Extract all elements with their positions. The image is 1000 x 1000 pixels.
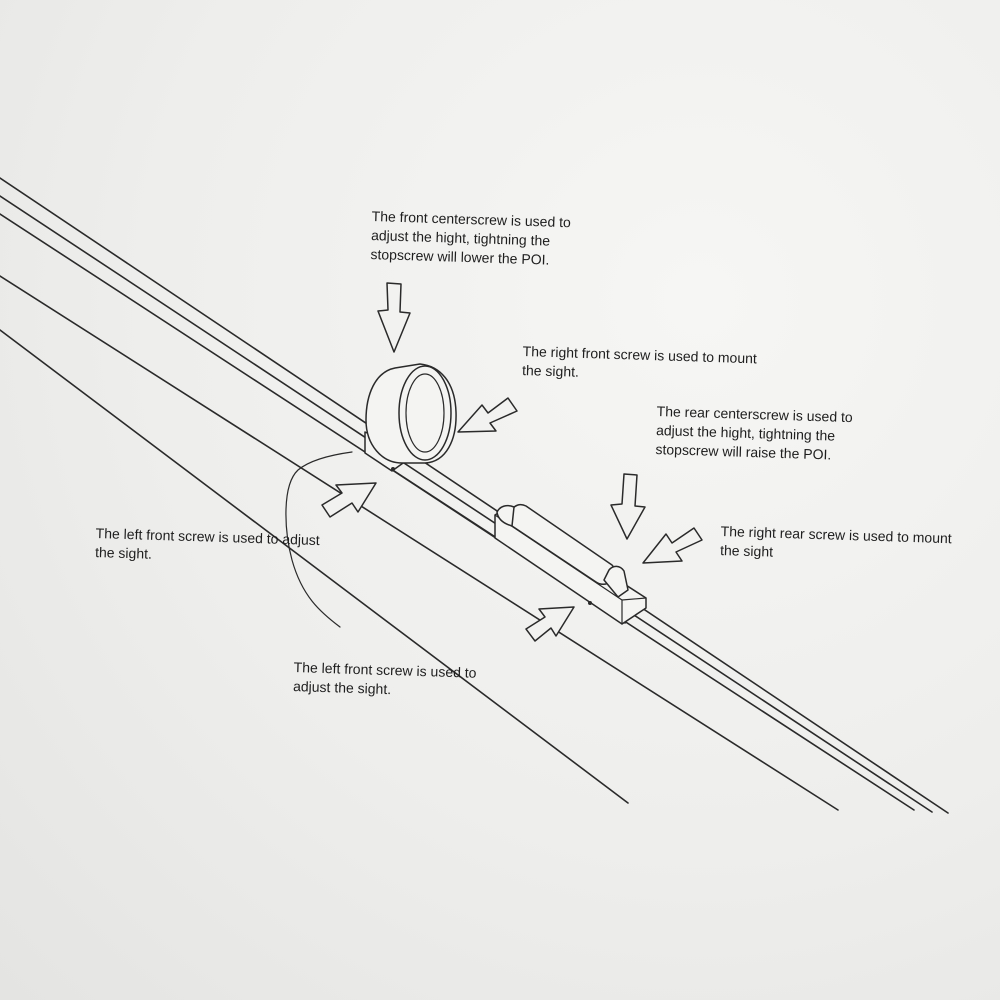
rail-line-lower	[0, 275, 839, 811]
front-ring-inner	[405, 373, 445, 453]
front-ring-face	[398, 365, 452, 461]
front-sight-ring	[364, 363, 457, 472]
rear-tube-end-left	[496, 504, 515, 527]
right-front-screw-arrow	[457, 397, 518, 433]
left-front-screw-label-upper: The left front screw is used to adjust t…	[94, 524, 320, 562]
left-front-screw-arrow-upper	[321, 482, 377, 518]
right-rear-screw-label: The right rear screw is used to mount th…	[719, 522, 952, 560]
rail-lines	[0, 177, 949, 814]
rear-centerscrew-label: The rear centerscrew is used to adjust t…	[655, 402, 853, 463]
front-centerscrew-arrow	[377, 282, 411, 353]
callout-arrows	[321, 282, 703, 642]
rear-sight-assembly	[494, 503, 647, 625]
left-front-screw-label-lower: The left front screw is used to adjust t…	[292, 658, 477, 698]
front-centerscrew-label: The front centerscrew is used to adjust …	[370, 207, 572, 268]
rail-line-top	[0, 177, 949, 814]
rear-centerscrew-arrow	[610, 473, 646, 540]
right-front-screw-label: The right front screw is used to mount t…	[521, 342, 758, 380]
rail-line-second	[0, 195, 933, 813]
left-front-screw-arrow-lower	[525, 606, 575, 642]
rear-sight-post	[603, 565, 629, 598]
rail-bend-curve	[285, 451, 353, 628]
right-rear-screw-arrow	[642, 527, 703, 564]
rail-line-bottom	[0, 329, 629, 804]
front-screw-hole	[391, 467, 395, 471]
rear-screw-hole	[588, 601, 592, 605]
